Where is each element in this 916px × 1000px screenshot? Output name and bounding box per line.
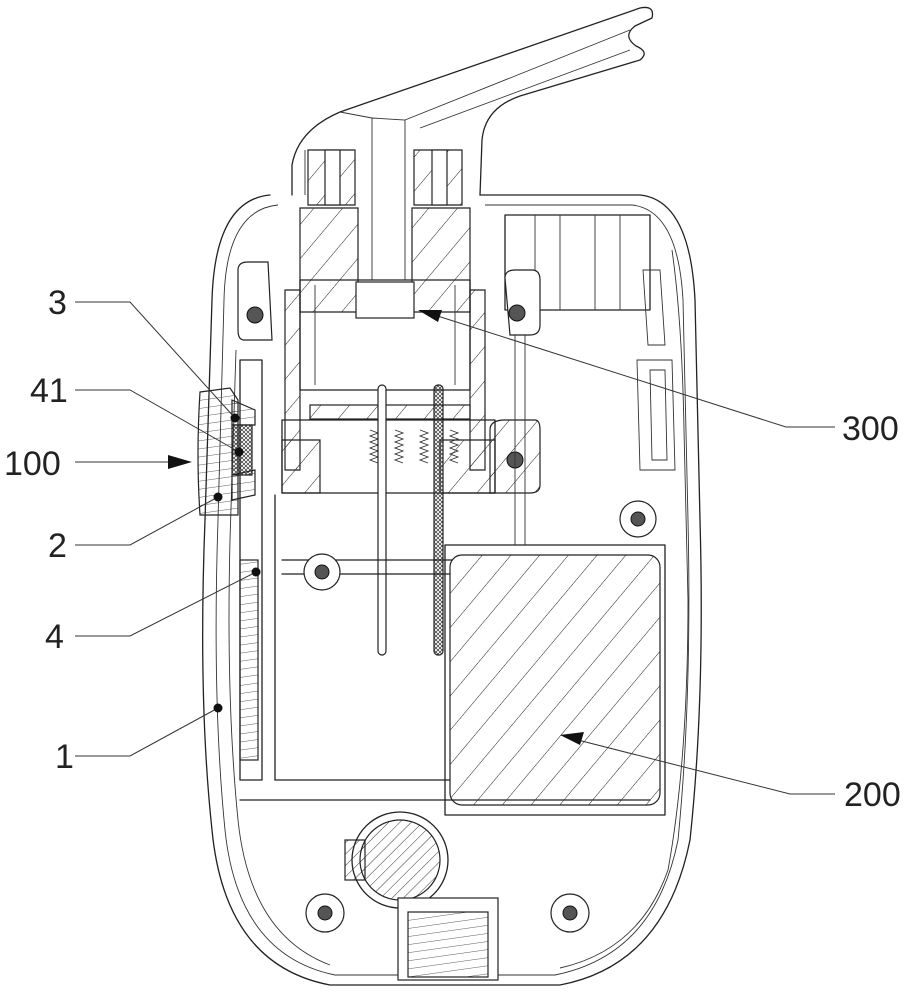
outer-housing [202,194,702,986]
label-part-100: 100 [4,445,61,483]
reference-labels: 3 41 100 2 4 1 300 200 [4,284,901,814]
bottom-motor [344,811,449,909]
label-part-41: 41 [30,372,68,410]
label-part-2: 2 [48,527,67,565]
dip-tubes [377,384,444,656]
bottom-connector [397,897,499,981]
battery [444,544,666,816]
label-part-4: 4 [45,618,64,656]
screw-icon [246,306,264,324]
label-part-300: 300 [842,410,899,448]
label-part-3: 3 [48,284,67,322]
screw-bosses [237,261,657,933]
valve-block [281,404,541,494]
screw-icon [508,304,526,322]
top-bosses [299,149,471,313]
screw-icon [314,564,330,580]
label-part-1: 1 [55,738,74,776]
right-side-vents [636,269,676,471]
screw-icon [317,905,333,921]
screw-icon [562,905,578,921]
label-part-200: 200 [844,776,901,814]
leader-lines [75,301,835,795]
screw-icon [630,511,646,527]
